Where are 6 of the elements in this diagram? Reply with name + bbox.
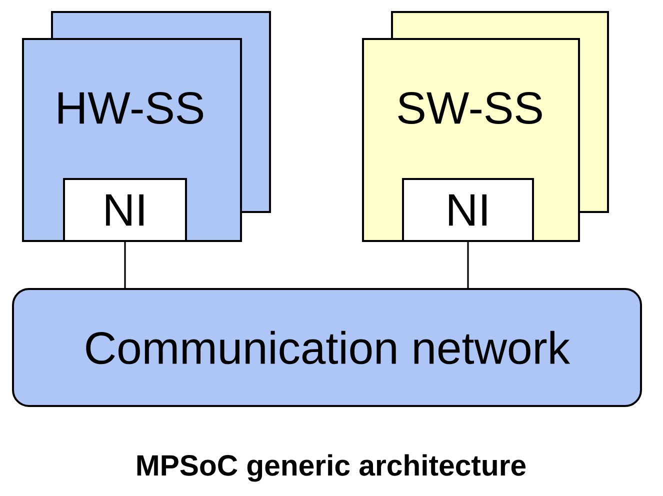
connector-line — [124, 242, 126, 288]
network-box: Communication network — [12, 288, 642, 407]
interface-box: NI — [402, 178, 534, 242]
caption: MPSoC generic architecture — [137, 454, 526, 482]
connector-line — [467, 242, 469, 288]
interface-box: NI — [63, 178, 187, 242]
